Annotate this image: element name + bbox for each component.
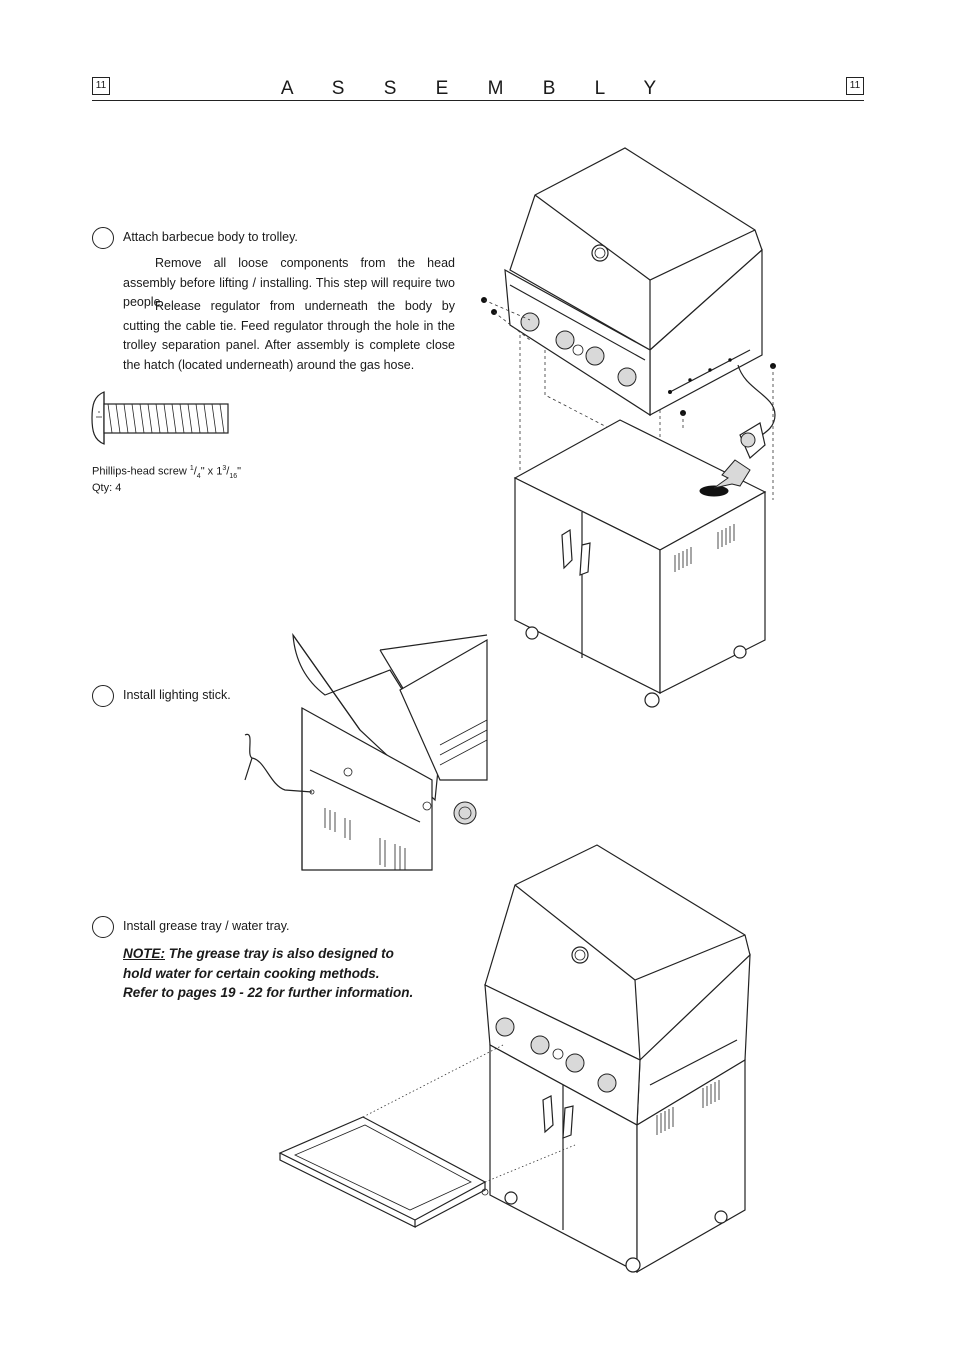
step-1-paragraph-2: Release regulator from underneath the bo… — [123, 299, 455, 372]
step-3-note: NOTE: The grease tray is also designed t… — [123, 944, 413, 1003]
step-3-note-line-3: Refer to pages 19 - 22 for further infor… — [123, 985, 414, 1000]
page-number-left: 11 — [92, 77, 110, 95]
page-number-right: 11 — [846, 77, 864, 95]
note-line-1-text: The grease tray is also designed to — [165, 946, 394, 961]
step-1-marker — [92, 227, 114, 249]
step-3-marker — [92, 916, 114, 938]
step-2-marker — [92, 685, 114, 707]
step-1-paragraph-1: Remove all loose components from the hea… — [123, 256, 455, 309]
screw-illustration — [91, 391, 229, 445]
note-label: NOTE: — [123, 946, 165, 961]
figure-head-over-trolley — [481, 147, 776, 708]
screw-fraction-1-den: 4 — [196, 472, 201, 480]
step-3-note-line-2: hold water for certain cooking methods. — [123, 965, 380, 981]
header-rule — [92, 100, 864, 101]
control-knob-icon — [495, 1017, 617, 1093]
step-3-note-line-1: NOTE: The grease tray is also designed t… — [123, 944, 413, 964]
step-3-title: Install grease tray / water tray. — [123, 919, 290, 933]
step-1-title: Attach barbecue body to trolley. — [123, 230, 298, 244]
screw-fraction-2-num: 3 — [222, 465, 227, 472]
screw-caption-mid: " x 1 — [200, 465, 223, 478]
step-2-title: Install lighting stick. — [123, 688, 231, 702]
screw-fraction-1-num: 1 — [189, 465, 194, 472]
page-title: A S S E M B L Y — [280, 78, 674, 99]
screw-caption-text: Phillips-head screw — [92, 465, 190, 478]
screw-quantity: Qty: 4 — [92, 482, 122, 494]
screw-caption: Phillips-head screw 1/4" x 13/16" — [92, 465, 242, 480]
control-knob-icon — [520, 312, 637, 387]
screw-caption-suffix: " — [237, 465, 242, 478]
screw-fraction-2-den: 16 — [229, 472, 238, 480]
figure-lighting-stick — [244, 632, 488, 871]
figure-grease-tray — [278, 844, 751, 1274]
